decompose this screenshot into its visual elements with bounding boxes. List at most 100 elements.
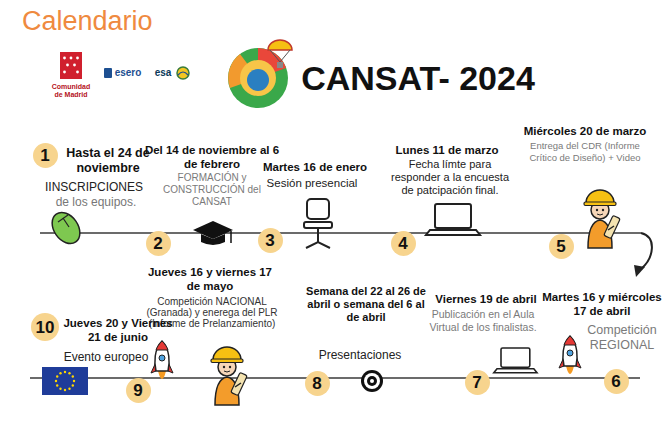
step-date: Viernes 19 de abril (424, 292, 549, 306)
eu-flag-part (68, 388, 70, 390)
eu-flag-part (42, 367, 88, 395)
chair-icon-part (306, 242, 330, 248)
eu-flag-part (64, 371, 66, 373)
target-icon-part (370, 379, 374, 383)
step-text: Presentaciones (305, 348, 415, 362)
callout-number: 9 (133, 382, 142, 399)
callout-number: 4 (398, 235, 407, 252)
chair-icon (304, 199, 332, 248)
eu-flag-part (68, 372, 70, 374)
mouse-icon (46, 207, 85, 249)
engineer-girl (211, 347, 247, 405)
logo-text: esa (152, 67, 174, 79)
eu-flag-part (55, 380, 57, 382)
graduation-cap-part (201, 234, 225, 245)
madrid-logo (60, 52, 82, 79)
graduation-cap-part (193, 221, 233, 239)
step-date: Jueves 16 y viernes 17 de mayo (145, 265, 275, 293)
step-number: 2 (146, 231, 171, 256)
step-text: Entrega del CDR (Informe Crítico de Dise… (519, 140, 651, 164)
eu-flag-part (59, 388, 61, 390)
mouse-icon-part (63, 218, 69, 227)
step-date: Lunes 11 de marzo (385, 143, 510, 157)
step-date: Martes 16 de enero (253, 160, 378, 174)
laptop-icon (494, 348, 537, 373)
step-number: 10 (31, 313, 59, 341)
timeline-bottom (30, 377, 640, 379)
target-icon (361, 370, 383, 392)
madrid-logo-part (66, 64, 69, 67)
esero-logo (104, 68, 112, 78)
step-number: 3 (258, 228, 283, 253)
eu-flag-part (64, 389, 66, 391)
cansat-logo-part (270, 50, 280, 62)
madrid-logo-part (60, 52, 82, 79)
callout-number: 8 (312, 375, 321, 392)
step-date: Jueves 20 y Viernes 21 de junio (61, 316, 175, 344)
step-text: de los equipos. (36, 195, 156, 209)
step-number: 1 (33, 143, 58, 168)
step-date: Hasta el 24 de noviembre (56, 146, 160, 176)
timeline-top (40, 232, 641, 234)
mouse-icon-part (46, 207, 85, 249)
step-text: Fecha límte para responder a la encuesta… (387, 158, 513, 197)
graduation-cap-part (230, 231, 232, 243)
step-date: Miércoles 20 de marzo (520, 124, 650, 138)
step-text: Sesión presencial (252, 176, 372, 190)
chair-icon-part (304, 222, 332, 228)
callout-number: 10 (36, 319, 55, 336)
madrid-logo-part (73, 64, 76, 67)
step-text: Evento europeo (61, 350, 151, 364)
step-number: 9 (126, 378, 151, 403)
eu-flag-part (56, 375, 58, 377)
cansat-logo-part (277, 62, 283, 68)
step-text: FORMACIÓN y CONSTRUCCIÓN del CANSAT (162, 172, 262, 208)
step-text: IINSCRIPCIONES (29, 180, 159, 194)
step-number: 8 (305, 371, 330, 396)
cansat-logo-part (280, 50, 290, 62)
callout-number: 6 (611, 373, 620, 390)
madrid-logo-part (70, 57, 73, 60)
step-number: 4 (391, 231, 416, 256)
step-number: 7 (465, 370, 490, 395)
graduation-cap (193, 221, 233, 245)
madrid-logo-part (63, 57, 66, 60)
callout-number: 5 (556, 238, 565, 255)
step-number: 5 (549, 234, 574, 259)
madrid-logo-part (63, 71, 66, 74)
target-icon-part (364, 373, 380, 389)
esa-emblem-part (177, 67, 189, 79)
eu-flag-part (59, 372, 61, 374)
cansat-logo-part (247, 69, 269, 91)
engineer-girl (584, 190, 620, 248)
eu-flag-part (56, 384, 58, 386)
eu-flag (42, 367, 88, 395)
esero-logo-part (104, 68, 112, 78)
step-date: Del 14 de noviembre al 6 de febrero (145, 143, 280, 171)
madrid-logo-part (76, 57, 79, 60)
chair-icon-part (317, 228, 319, 242)
logo-text: Comunidad de Madrid (49, 83, 93, 99)
step-date: Semana del 22 al 26 de abril o semana de… (302, 285, 430, 324)
step-text: Publicación en el Aula Virtual de los fi… (428, 308, 538, 333)
step-date: Martes 16 y miércoles 17 de abril (540, 290, 664, 318)
cansat-logo-part (240, 60, 276, 96)
turn-arrow (634, 233, 652, 277)
step-text: Competición REGIONAL (580, 323, 664, 353)
turn-arrow-part (641, 233, 652, 269)
logo-title: CANSAT- 2024 (290, 58, 546, 98)
target-icon-part (361, 370, 383, 392)
eu-flag-part (72, 384, 74, 386)
callout-number: 3 (265, 232, 274, 249)
cansat-logo-part (268, 40, 292, 50)
eu-flag-part (72, 375, 74, 377)
logo-text: esero (113, 67, 143, 79)
step-number: 6 (604, 369, 629, 394)
callout-number: 1 (40, 147, 49, 164)
esa-emblem (177, 67, 189, 79)
turn-arrow-part (634, 265, 645, 277)
callout-number: 7 (472, 374, 481, 391)
eu-flag-part (73, 380, 75, 382)
page-title: Calendario (22, 6, 153, 37)
